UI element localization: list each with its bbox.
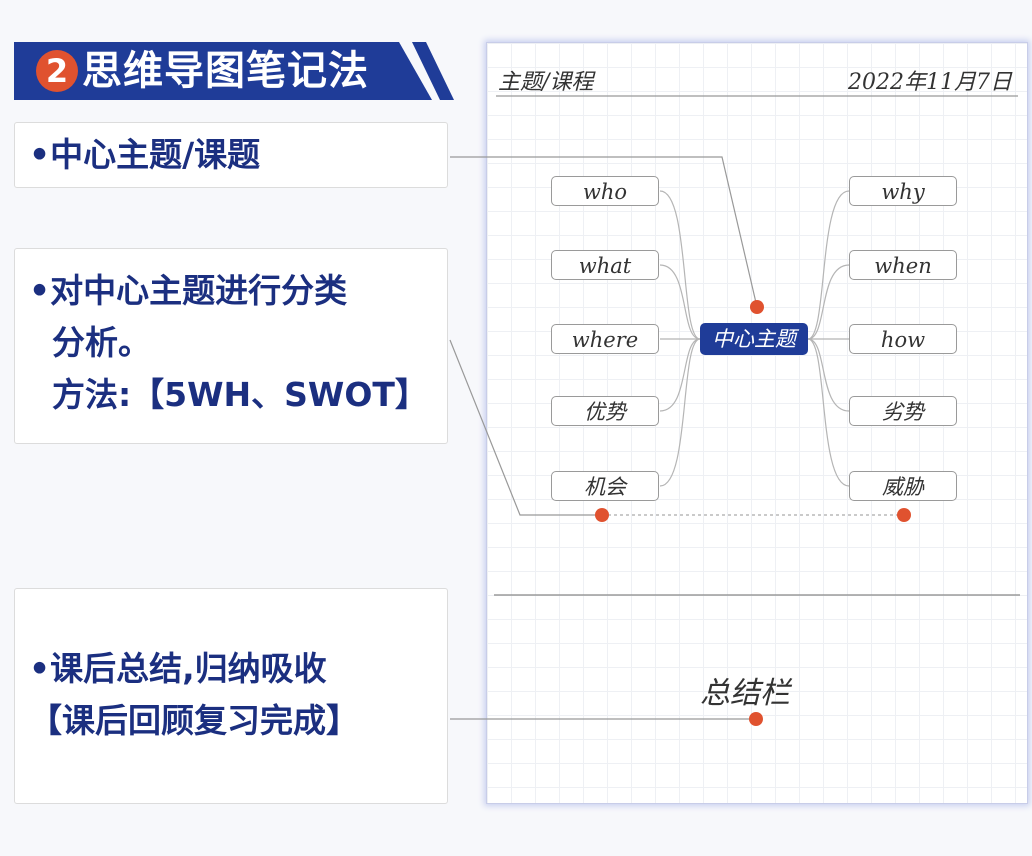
note-box-center-topic: •中心主题/课题 [14,122,448,188]
note-line: •课后总结,归纳吸收 [29,649,327,688]
note-box-summary: •课后总结,归纳吸收 【课后回顾复习完成】 [14,588,448,804]
node-when: when [849,250,957,280]
note-line: 【课后回顾复习完成】 [29,701,359,740]
node-who: who [551,176,659,206]
node-why: why [849,176,957,206]
note-line: 方法:【5WH、SWOT】 [29,375,428,414]
paper-date: 2022年11月7日 [848,70,1012,95]
node-what: what [551,250,659,280]
node-strengths: 优势 [551,396,659,426]
section-number-badge: 2 [36,50,78,92]
node-threats: 威胁 [849,471,957,501]
note-line: •对中心主题进行分类 [29,271,348,310]
node-weaknesses: 劣势 [849,396,957,426]
note-line: •中心主题/课题 [29,135,261,174]
section-banner: 2 思维导图笔记法 [14,42,454,100]
paper-title: 主题/课程 [498,70,594,95]
node-opportunities: 机会 [551,471,659,501]
section-title: 思维导图笔记法 [82,48,369,94]
summary-label: 总结栏 [700,676,790,711]
note-box-classification: •对中心主题进行分类 分析。 方法:【5WH、SWOT】 [14,248,448,444]
banner-shape [14,42,454,100]
node-where: where [551,324,659,354]
center-topic-node: 中心主题 [700,323,808,355]
note-line: 分析。 [29,323,151,362]
node-how: how [849,324,957,354]
